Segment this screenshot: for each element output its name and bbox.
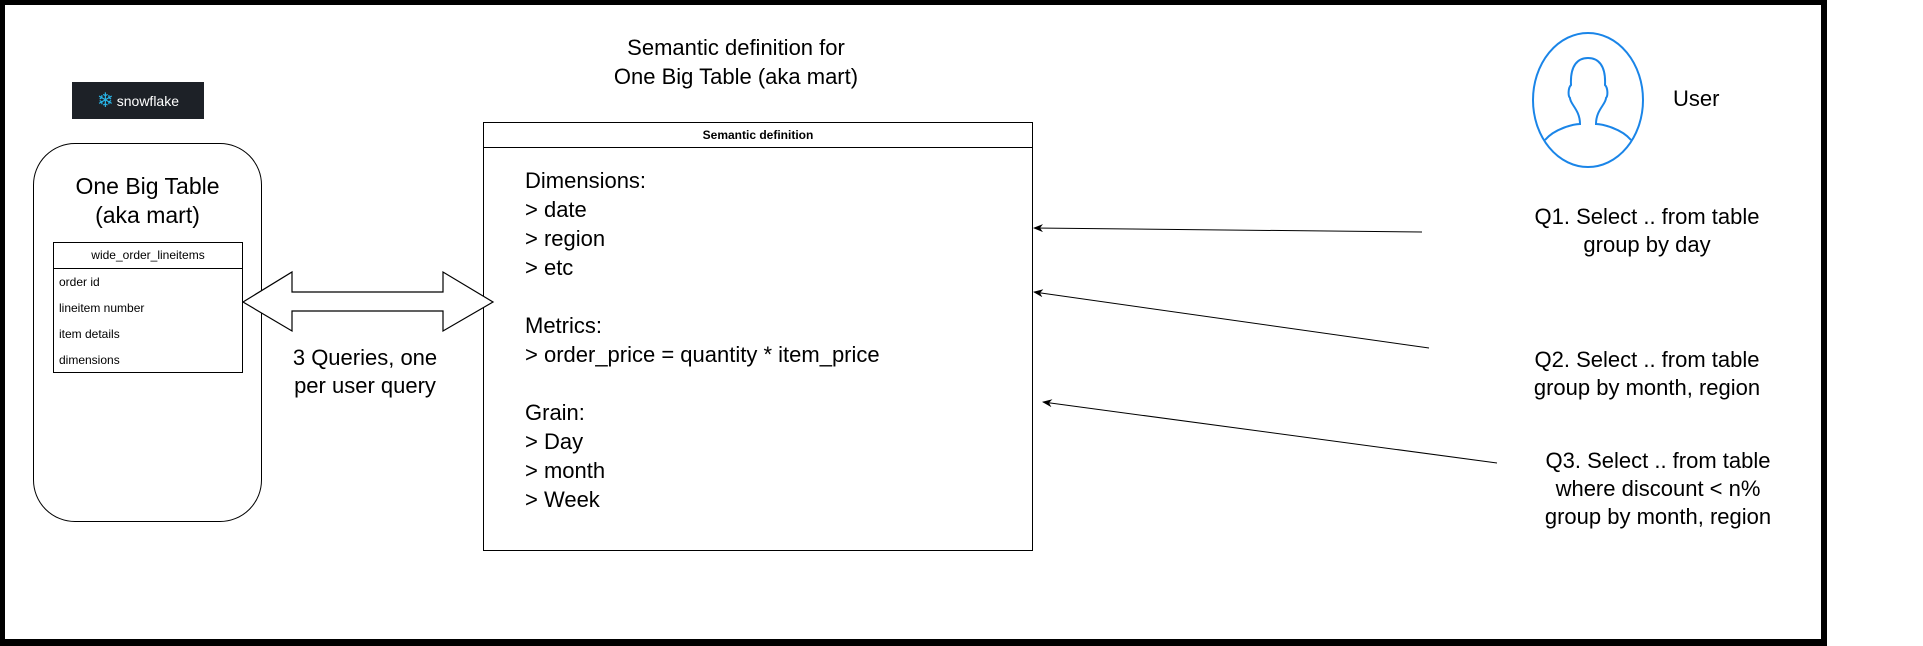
diagram-frame [0,0,1827,646]
q2-arrow [1033,289,1430,349]
query-line: group by day [1583,232,1711,257]
grain-item: > Week [525,487,600,512]
grain-item: > Day [525,429,584,454]
dimension-item: > date [525,197,587,222]
dimension-item: > region [525,226,606,251]
query-q2: Q2. Select .. from table group by month,… [1522,346,1772,402]
dimensions-heading: Dimensions: [525,168,647,193]
semantic-box-header: Semantic definition [484,123,1032,148]
query-q1: Q1. Select .. from table group by day [1522,203,1772,259]
query-line: where discount < n% [1555,476,1761,501]
title-line: One Big Table [75,173,220,199]
user-label: User [1673,86,1720,111]
grain-item: > month [525,458,606,483]
semantic-title: Semantic definition for One Big Table (a… [560,33,912,91]
snowflake-logo: ❄ snowflake [72,82,204,119]
dimension-item: > etc [525,255,574,280]
table-row: item details [59,327,120,341]
semantic-definition-box[interactable]: Semantic definition Dimensions: > date >… [483,122,1033,551]
title-line: (aka mart) [95,202,200,228]
connector-label-line: 3 Queries, one [292,345,438,370]
q1-arrow [1033,224,1423,233]
table-header: wide_order_lineitems [54,243,242,269]
query-line: Q3. Select .. from table [1545,448,1771,473]
grain-heading: Grain: [525,400,585,425]
table-row: order id [59,275,100,289]
snowflake-logo-text: snowflake [116,92,180,109]
title-line: One Big Table (aka mart) [613,64,859,89]
connector-label-line: per user query [294,373,436,398]
query-q3: Q3. Select .. from table where discount … [1533,447,1783,531]
snowflake-icon: ❄ [96,89,114,112]
wide-order-lineitems-table[interactable]: wide_order_lineitems order id lineitem n… [53,242,243,373]
query-line: Q1. Select .. from table [1534,204,1760,229]
metric-item: > order_price = quantity * item_price [525,342,880,367]
table-row: lineitem number [59,301,145,315]
user-icon [1532,32,1644,168]
double-arrow [241,270,495,333]
one-big-table-title: One Big Table (aka mart) [33,172,262,230]
query-line: group by month, region [1544,504,1772,529]
one-big-table-container[interactable] [33,143,262,522]
query-line: group by month, region [1533,375,1761,400]
q3-arrow [1042,399,1498,464]
query-line: Q2. Select .. from table [1534,347,1760,372]
title-line: Semantic definition for [627,35,845,60]
metrics-heading: Metrics: [525,313,602,338]
table-row: dimensions [59,353,120,367]
connector-label: 3 Queries, one per user query [280,344,450,400]
